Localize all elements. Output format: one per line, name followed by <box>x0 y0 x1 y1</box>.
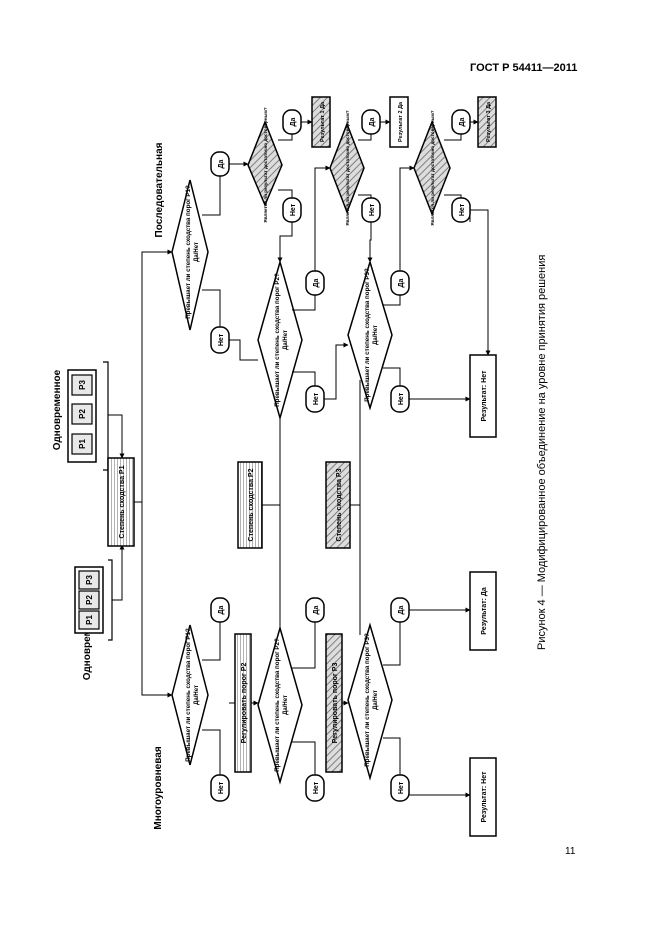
decision-p2-text-l: Превышает ли степень сходства порог P2? <box>274 638 281 772</box>
adjust-p3-label: Регулировать порог P3 <box>332 663 339 744</box>
no-label-2r: Нет <box>313 392 320 405</box>
yes-node-r3: Да <box>451 109 471 135</box>
adjust-p2-label: Регулировать порог P2 <box>241 663 248 744</box>
decision-p1-multilevel: Превышает ли степень сходства порог P1? … <box>171 624 209 766</box>
similarity-box-p2: Степень сходства P2 <box>237 461 263 549</box>
yes-node-3l: Да <box>390 597 410 623</box>
result-no-box-right: Результат: Нет <box>469 354 497 438</box>
yes-label-3l: Да <box>398 605 405 614</box>
no-node-r2: Нет <box>361 197 381 223</box>
result-1-label: Результат 1 Да <box>320 101 326 142</box>
yes-label-r3: Да <box>459 117 466 126</box>
decision-p2-text-r: Превышает ли степень сходства порог P2? <box>274 273 281 407</box>
label-multilevel: Многоуровневая <box>153 746 164 829</box>
param-p2-right: P2 <box>78 409 87 419</box>
standard-header: ГОСТ Р 54411—2011 <box>470 62 578 74</box>
yes-node-r2: Да <box>361 109 381 135</box>
reliability-text-2: Является ли результат достаточно достове… <box>345 110 350 225</box>
decision-p2-multilevel: Превышает ли степень сходства порог P2? … <box>257 625 303 785</box>
adjust-p3-box: Регулировать порог P3 <box>325 633 343 773</box>
yes-label-r2: Да <box>369 117 376 126</box>
result-yes-box: Результат: Да <box>469 571 497 651</box>
decision-p1-text-r: Превышает ли степень сходства порог P1? <box>185 185 192 319</box>
result-no-label-right: Результат: Нет <box>481 370 488 422</box>
no-label-2l: Нет <box>313 781 320 794</box>
yes-label-2r: Да <box>313 278 320 287</box>
result-1-box: Результат 1 Да <box>311 96 331 148</box>
similarity-box-p3: Степень сходства P3 <box>325 461 351 549</box>
yes-label-1l: Да <box>218 605 225 614</box>
yes-node-1r: Да <box>210 151 230 177</box>
adjust-p2-box: Регулировать порог P2 <box>234 633 252 773</box>
central-box-label: Степень сходства P1 <box>119 465 126 538</box>
similarity-p2-label: Степень сходства P2 <box>248 468 255 541</box>
no-node-1r: Нет <box>210 326 230 354</box>
param-group-left: P3 P2 P1 <box>74 559 113 641</box>
param-p1-right: P1 <box>78 439 87 449</box>
result-yes-label: Результат: Да <box>481 587 488 635</box>
no-label-1r: Нет <box>218 333 225 346</box>
result-no-label-left: Результат: Нет <box>481 771 488 823</box>
label-sequential: Последовательная <box>154 142 165 237</box>
decision-p1-text: Превышает ли степень сходства порог P1? <box>185 628 192 762</box>
label-simultaneous-left: Одновременное <box>82 599 93 680</box>
yes-node-r1: Да <box>282 109 302 135</box>
result-3-box: Результат 3 Да <box>477 96 497 148</box>
yes-label-2l: Да <box>313 605 320 614</box>
no-node-2l: Нет <box>305 774 325 802</box>
result-2-box: Результат 2 Да <box>389 96 409 148</box>
param-p3-right: P3 <box>78 380 87 390</box>
param-p3-left: P3 <box>85 575 94 585</box>
no-node-r3: Нет <box>451 197 471 223</box>
no-label-3r: Нет <box>398 392 405 405</box>
no-label-r1: Нет <box>290 203 297 216</box>
reliability-text-3: Является ли результат достаточно достове… <box>430 110 435 225</box>
decision-p2-sub-l: Да/Нет <box>283 695 289 715</box>
no-label-3l: Нет <box>398 781 405 794</box>
reliability-check-3: Является ли результат достаточно достове… <box>413 110 451 226</box>
decision-p3-text-l: Превышает ли степень сходства порог P3? <box>364 633 371 767</box>
yes-label-r1: Да <box>290 117 297 126</box>
decision-p3-sub-l: Да/Нет <box>373 690 379 710</box>
decision-p3-sequential: Превышает ли степень сходства порог P3? … <box>347 259 393 411</box>
no-node-3l: Нет <box>390 774 410 802</box>
no-label-r3: Нет <box>459 203 466 216</box>
similarity-p3-label: Степень сходства P3 <box>336 468 343 541</box>
yes-label-1r: Да <box>218 159 225 168</box>
reliability-check-1: Является ли результат достаточно достове… <box>247 107 283 223</box>
param-p2-left: P2 <box>85 595 94 605</box>
result-2-label: Результат 2 Да <box>398 101 404 142</box>
decision-p1-sub: Да/Нет <box>194 685 200 705</box>
result-no-box-left: Результат: Нет <box>469 757 497 837</box>
no-label-r2: Нет <box>369 203 376 216</box>
label-simultaneous-right: Одновременное <box>52 369 63 450</box>
result-3-label: Результат 3 Да <box>486 101 492 142</box>
no-node-1l: Нет <box>210 774 230 802</box>
decision-p1-sub-r: Да/Нет <box>194 242 200 262</box>
param-group-right: P3 P2 P1 <box>67 361 109 471</box>
yes-node-1l: Да <box>210 597 230 623</box>
yes-node-3r: Да <box>390 270 410 296</box>
reliability-text-1: Является ли результат достаточно достове… <box>263 107 268 222</box>
no-node-2r: Нет <box>305 385 325 413</box>
yes-node-2l: Да <box>305 597 325 623</box>
param-p1-left: P1 <box>85 615 94 625</box>
no-node-3r: Нет <box>390 385 410 413</box>
no-node-r1: Нет <box>282 197 302 223</box>
page-number: 11 <box>565 846 576 857</box>
yes-label-3r: Да <box>398 278 405 287</box>
decision-p3-sub-r: Да/Нет <box>373 325 379 345</box>
decision-p2-sub-r: Да/Нет <box>283 330 289 350</box>
no-label-1l: Нет <box>218 781 225 794</box>
decision-p2-sequential: Превышает ли степень сходства порог P2? … <box>257 259 303 421</box>
central-similarity-box: Степень сходства P1 <box>107 457 135 547</box>
reliability-check-2: Является ли результат достаточно достове… <box>329 110 365 226</box>
decision-p3-text-r: Превышает ли степень сходства порог P3? <box>364 268 371 402</box>
decision-p3-multilevel: Превышает ли степень сходства порог P3? … <box>347 622 393 781</box>
decision-p1-sequential: Превышает ли степень сходства порог P1? … <box>171 179 209 331</box>
yes-node-2r: Да <box>305 270 325 296</box>
